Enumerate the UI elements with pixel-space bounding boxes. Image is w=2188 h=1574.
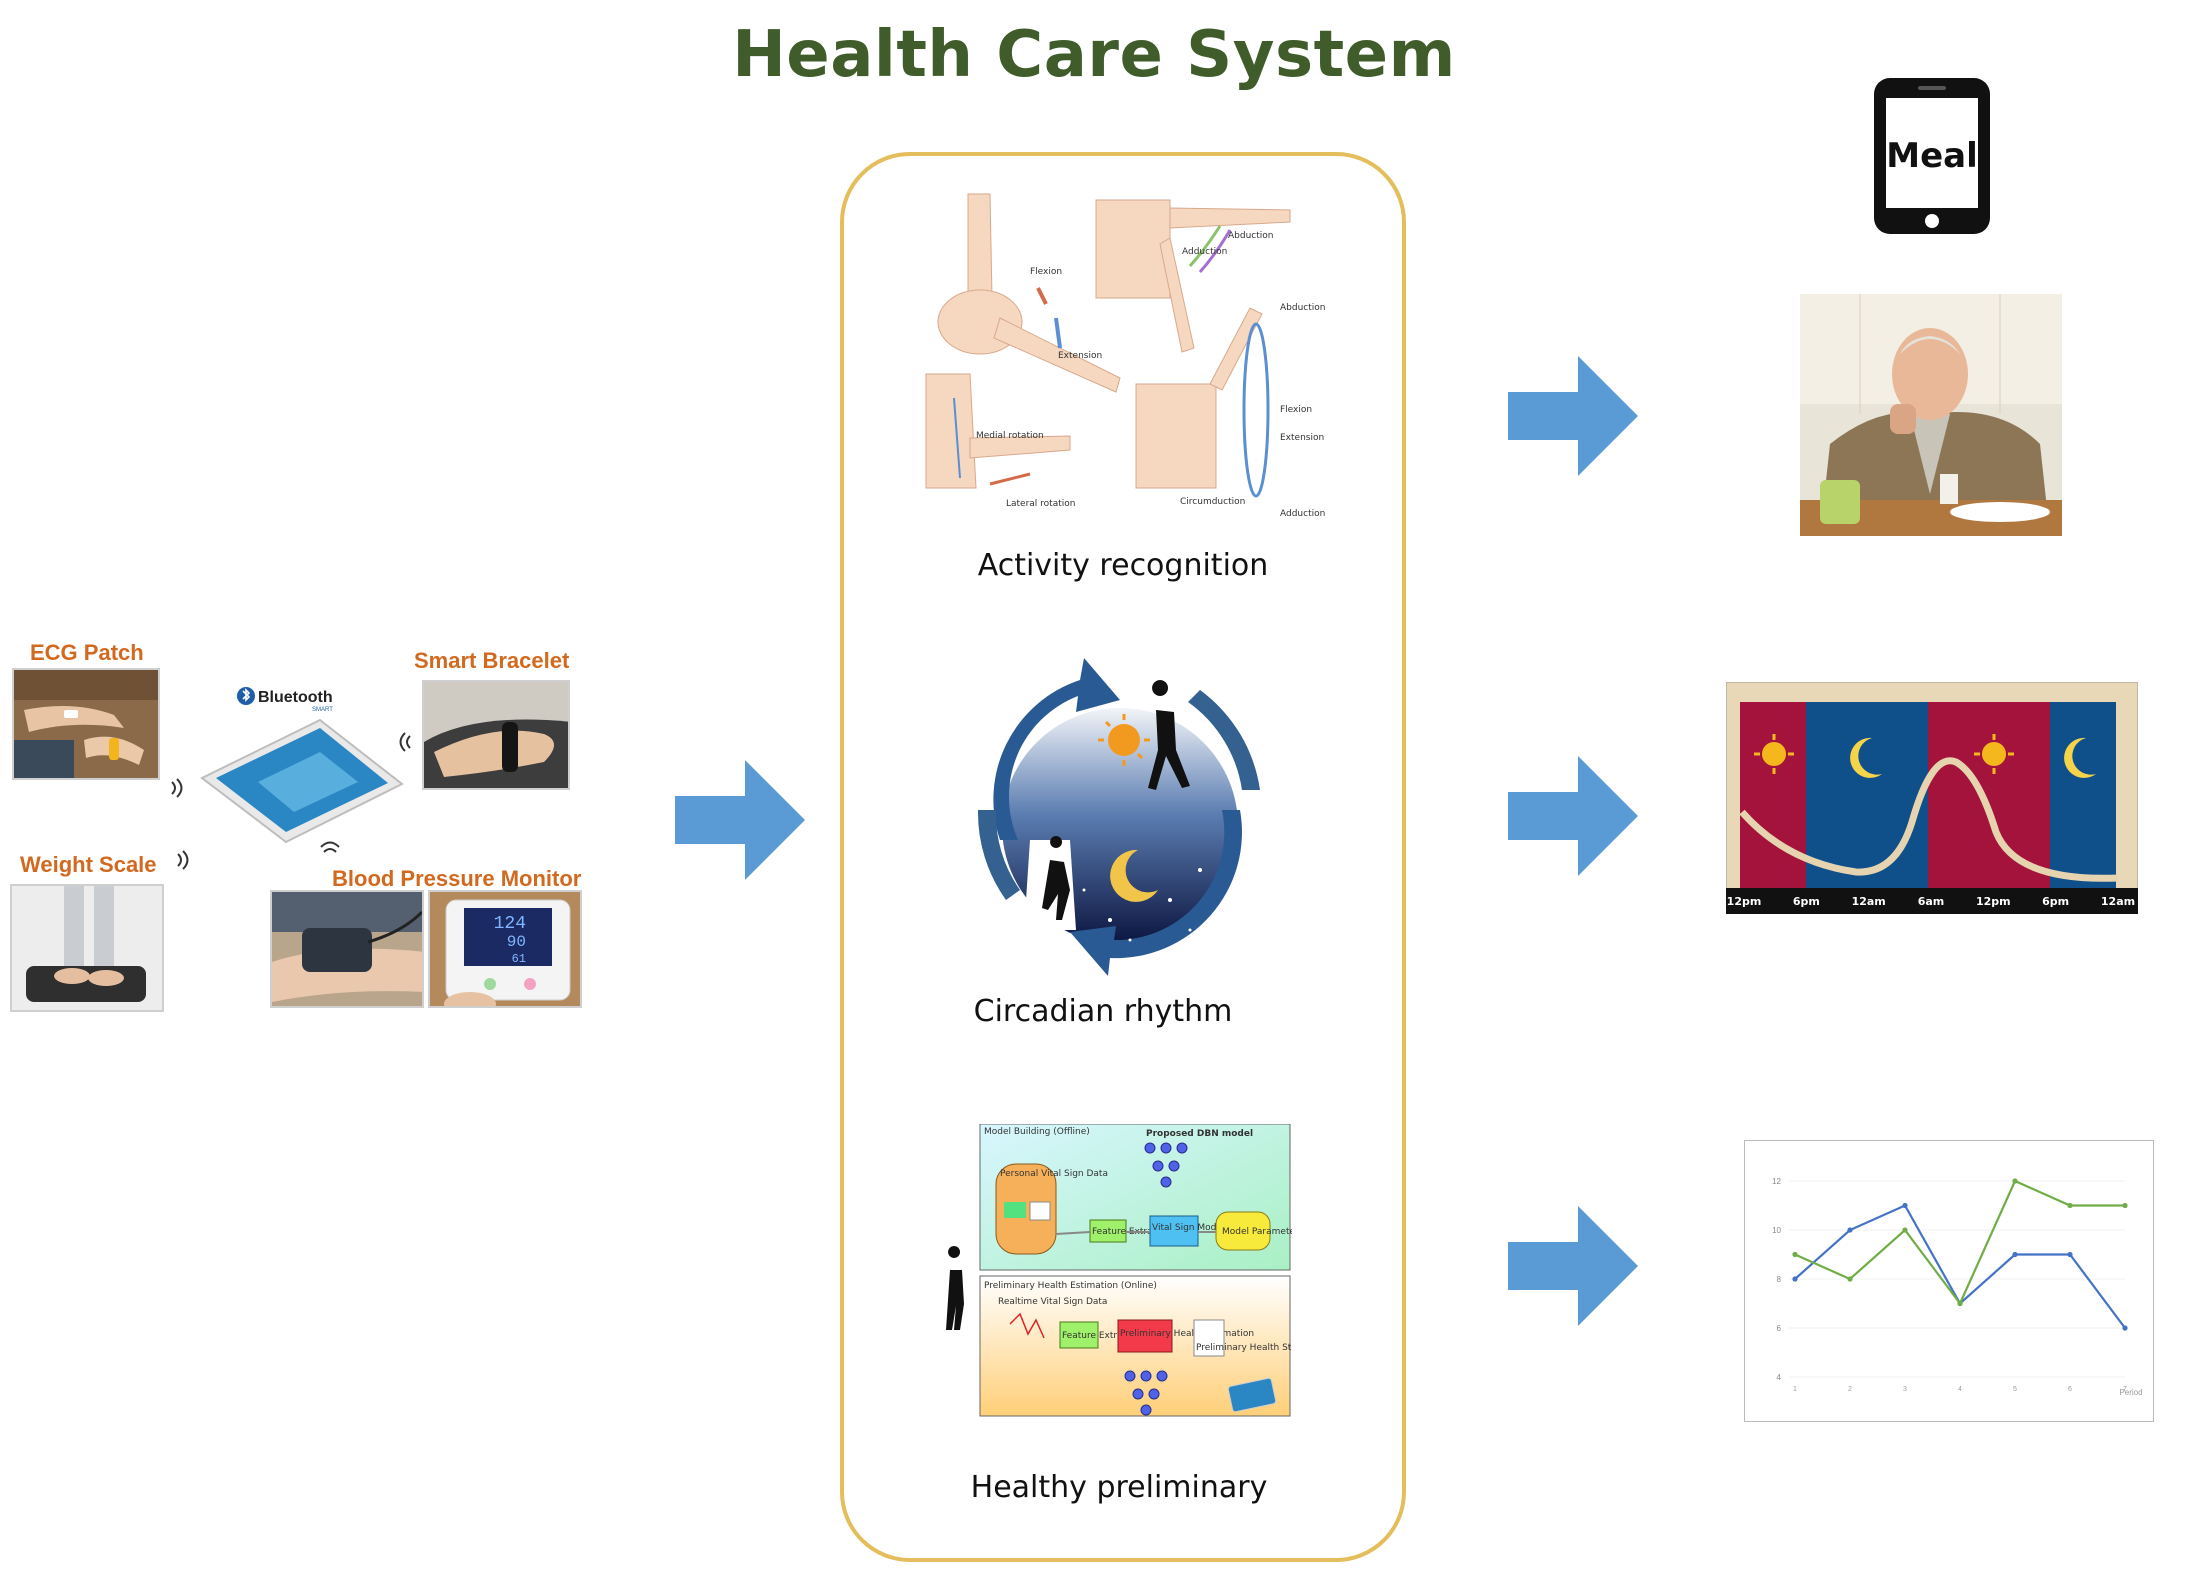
tablet-hub	[198, 712, 408, 857]
x-axis-label: Period	[2119, 1388, 2142, 1397]
data-point	[1847, 1227, 1853, 1233]
bp-cuff-photo	[270, 890, 424, 1008]
data-point	[2012, 1178, 2018, 1184]
meal-label: Meal	[1886, 136, 1978, 176]
healthy-preliminary-caption: Healthy preliminary	[970, 1470, 1268, 1505]
data-point	[1902, 1227, 1908, 1233]
circadian-rhythm-caption: Circadian rhythm	[973, 994, 1233, 1029]
page-title: Health Care System	[732, 18, 1456, 92]
signal-icon	[390, 730, 414, 759]
circadian-band-chart: 12pm 6pm 12am 6am 12pm 6pm 12am	[1725, 681, 2139, 915]
preliminary-flowchart: Model Building (Offline) Preliminary Hea…	[940, 1123, 1311, 1425]
moon-icon	[1850, 737, 1882, 778]
flow-realtime: Realtime Vital Sign Data	[998, 1297, 1107, 1307]
flow-arrow-right	[675, 760, 807, 880]
flow-arrow-right	[1508, 356, 1640, 476]
flow-estimation-online: Preliminary Health Estimation (Online)	[984, 1281, 1157, 1291]
activity-illustration: Flexion Extension Abduction Adduction Me…	[920, 188, 1330, 533]
label-flexion-2: Flexion	[1280, 405, 1312, 415]
time-tick-label: 12pm	[1976, 895, 2011, 908]
bluetooth-text: Bluetooth	[258, 689, 333, 706]
data-point	[2012, 1251, 2018, 1258]
flow-personal-db: Personal Vital Sign Data	[1000, 1169, 1108, 1179]
label-abduction-2: Abduction	[1280, 303, 1325, 313]
data-point	[2067, 1202, 2073, 1209]
label-extension-2: Extension	[1280, 433, 1324, 443]
label-adduction-2: Adduction	[1280, 509, 1325, 519]
signal-icon	[318, 832, 342, 861]
time-tick-label: 12pm	[1727, 895, 1762, 908]
flow-model-building: Model Building (Offline)	[984, 1127, 1090, 1137]
x-tick-label: 6	[2068, 1386, 2072, 1393]
label-lateral-rotation: Lateral rotation	[1006, 499, 1075, 509]
x-tick-label: 4	[1958, 1386, 1962, 1393]
y-tick-label: 12	[1772, 1177, 1781, 1186]
ecg-patch-label: ECG Patch	[30, 640, 144, 665]
signal-icon	[168, 776, 192, 805]
x-tick-label: 3	[1903, 1386, 1907, 1393]
data-point	[1792, 1276, 1798, 1282]
bp-monitor-photo: 124 90 61	[428, 890, 582, 1008]
day-band	[1928, 702, 2050, 888]
ecg-patch-photo	[12, 668, 160, 780]
series-line-1	[1794, 1204, 2126, 1329]
flow-model-params: Model Parameters	[1222, 1227, 1292, 1237]
bp-reading-dia: 90	[507, 933, 526, 951]
sun-icon	[1762, 742, 2006, 766]
circadian-illustration	[960, 640, 1290, 985]
data-point	[2067, 1251, 2073, 1258]
bluetooth-sub-text: SMART	[312, 707, 333, 713]
elderly-eating-photo	[1800, 294, 2062, 536]
bluetooth-logo: Bluetooth SMART	[236, 684, 346, 719]
smart-bracelet-label: Smart Bracelet	[414, 648, 570, 673]
flow-proposed-model: Proposed DBN model	[1146, 1129, 1253, 1139]
weight-scale-label: Weight Scale	[20, 852, 157, 877]
y-tick-label: 10	[1772, 1226, 1781, 1235]
blood-pressure-monitor-label: Blood Pressure Monitor	[332, 866, 582, 891]
flow-preliminary-estimation: Preliminary Health Estimation	[1120, 1329, 1254, 1339]
flow-arrow-right	[1508, 1206, 1640, 1326]
y-tick-label: 6	[1777, 1324, 1782, 1333]
time-tick-label: 6pm	[1793, 895, 1820, 908]
label-extension: Extension	[1058, 351, 1102, 361]
x-tick-label: 1	[1793, 1386, 1797, 1393]
label-flexion: Flexion	[1030, 267, 1062, 277]
data-point	[2122, 1325, 2128, 1331]
weight-scale-photo	[10, 884, 164, 1012]
x-tick-label: 2	[1848, 1386, 1852, 1393]
flow-learning: Vital Sign Model Learning	[1152, 1223, 1266, 1233]
x-tick-label: 7	[2123, 1386, 2127, 1393]
flow-feature-extraction-2: Feature Extraction	[1062, 1331, 1145, 1341]
night-band	[1806, 702, 1928, 888]
label-circumduction: Circumduction	[1180, 497, 1245, 507]
time-tick-label: 6pm	[2042, 895, 2069, 908]
data-point	[1792, 1251, 1798, 1258]
bp-reading-pulse: 61	[512, 952, 526, 966]
moon-icon	[2064, 737, 2096, 778]
activity-recognition-caption: Activity recognition	[977, 548, 1269, 583]
y-tick-label: 4	[1777, 1373, 1782, 1382]
x-tick-label: 5	[2013, 1386, 2017, 1393]
time-tick-label: 12am	[2101, 895, 2135, 908]
signal-icon	[174, 848, 198, 877]
smart-bracelet-photo	[422, 680, 570, 790]
time-tick-label: 12am	[1852, 895, 1886, 908]
series-line-2	[1794, 1179, 2125, 1306]
data-point	[1847, 1276, 1853, 1282]
smartphone-icon: Meal	[1872, 76, 1992, 236]
flow-arrow-right	[1508, 756, 1640, 876]
bp-reading-sys: 124	[494, 914, 526, 934]
label-abduction: Abduction	[1228, 231, 1273, 241]
night-band	[2050, 702, 2116, 888]
y-tick-label: 8	[1777, 1275, 1782, 1284]
data-point	[1957, 1300, 1963, 1307]
label-medial-rotation: Medial rotation	[976, 431, 1044, 441]
day-band	[1740, 702, 1806, 888]
data-point	[2122, 1202, 2128, 1209]
time-tick-label: 6am	[1918, 895, 1945, 908]
data-point	[1902, 1202, 1908, 1209]
flow-warning: Preliminary Health Status	[1196, 1343, 1292, 1353]
label-adduction: Adduction	[1182, 247, 1227, 257]
